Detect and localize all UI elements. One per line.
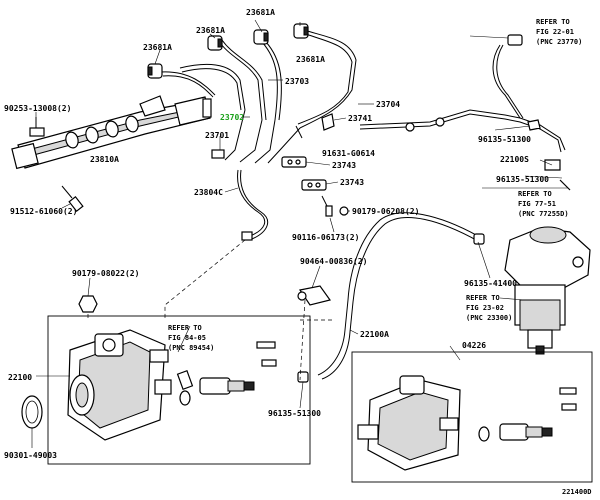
label-96135-a: 96135-51300 [268,409,321,418]
label-96135-d: 96135-41400 [464,279,517,288]
refer-note-22-01-line1: REFER TO [536,18,570,26]
supply-pump-22100 [67,329,172,441]
refer-note-77-51-line1: REFER TO [518,190,552,198]
pipe-nut-23681a-mid [207,35,223,51]
refer-note-23-02-line2: FIG 23-02 [466,304,504,312]
leader-lines [31,19,568,448]
refer-note-84-05-line3: (PNC 89454) [168,344,214,352]
part-labels: 23681A 23681A 23681A 23681A 90253-13008(… [4,8,592,496]
fuel-line-23704 [359,34,571,191]
label-90179-a: 90179-06208(2) [352,207,419,216]
nut-90179-a [339,206,349,216]
refer-note-22-01-line2: FIG 22-01 [536,28,574,36]
suction-control-valve [176,341,277,406]
pipe-nut-23681a-left [147,63,163,79]
fuel-hose-22100a [297,212,485,383]
label-23804c: 23804C [194,188,223,197]
supply-pump-kit-04226 [357,375,577,471]
label-96135-b: 96135-51300 [478,135,531,144]
label-23702-highlighted[interactable]: 23702 [220,113,244,122]
label-23704: 23704 [376,100,400,109]
label-22100s: 22100S [500,155,529,164]
refer-note-23-02-line1: REFER TO [466,294,500,302]
clamp-23743-a [281,156,307,168]
refer-note-77-51: REFER TO FIG 77-51 (PNC 77255D) [518,190,569,218]
label-23701: 23701 [205,131,229,140]
label-22100: 22100 [8,373,32,382]
refer-note-77-51-line2: FIG 77-51 [518,200,556,208]
refer-note-84-05: REFER TO FIG 84-05 (PNC 89454) [168,324,214,352]
refer-note-84-05-line1: REFER TO [168,324,202,332]
bracket-23741 [321,113,335,131]
pipe-nut-23681a-right [293,23,309,39]
o-ring-90301 [21,395,43,429]
refer-note-84-05-line2: FIG 84-05 [168,334,206,342]
label-23681a-right: 23681A [296,55,325,64]
bolt-90253 [29,117,45,137]
clamp-23743-b [301,179,327,191]
fuel-rail-23810a [11,95,212,170]
label-96135-c: 96135-51300 [496,175,549,184]
return-pipe-23804c [211,149,269,241]
label-23810a: 23810A [90,155,119,164]
label-90253: 90253-13008(2) [4,104,71,113]
bolt-91631 [295,125,303,139]
pump-assembly-frame [47,315,311,465]
nut-90179-b [78,295,98,313]
label-23703: 23703 [285,77,309,86]
refer-note-23-02-line3: (PNC 23300) [466,314,512,322]
refer-note-23-02: REFER TO FIG 23-02 (PNC 23300) [466,294,512,322]
label-23743-b: 23743 [340,178,364,187]
clamp-90464 [297,285,332,306]
refer-note-22-01-line3: (PNC 23770) [536,38,582,46]
refer-note-22-01: REFER TO FIG 22-01 (PNC 23770) [536,18,582,46]
label-23743-a: 23743 [332,161,356,170]
gasket-kit-frame [351,351,593,483]
label-90301: 90301-49003 [4,451,57,460]
label-91631: 91631-G0614 [322,149,375,158]
label-04226: 04226 [462,341,486,350]
label-23681a-mid: 23681A [196,26,225,35]
bolt-91512 [61,185,84,213]
figure-id: 221400D [562,488,592,496]
label-23681a-top: 23681A [246,8,275,17]
pipe-nut-23681a-top [253,29,269,45]
fuel-filter [504,226,591,355]
injection-pipes [159,29,357,164]
refer-note-77-51-line3: (PNC 77255D) [518,210,569,218]
label-90179-b: 90179-08022(2) [72,269,139,278]
label-91512: 91512-61060(2) [10,207,77,216]
label-23681a-left: 23681A [143,43,172,52]
label-23741: 23741 [348,114,372,123]
bolt-90116 [321,195,333,217]
label-90116: 90116-06173(2) [292,233,359,242]
label-22100a: 22100A [360,330,389,339]
label-90464: 90464-00836(2) [300,257,367,266]
